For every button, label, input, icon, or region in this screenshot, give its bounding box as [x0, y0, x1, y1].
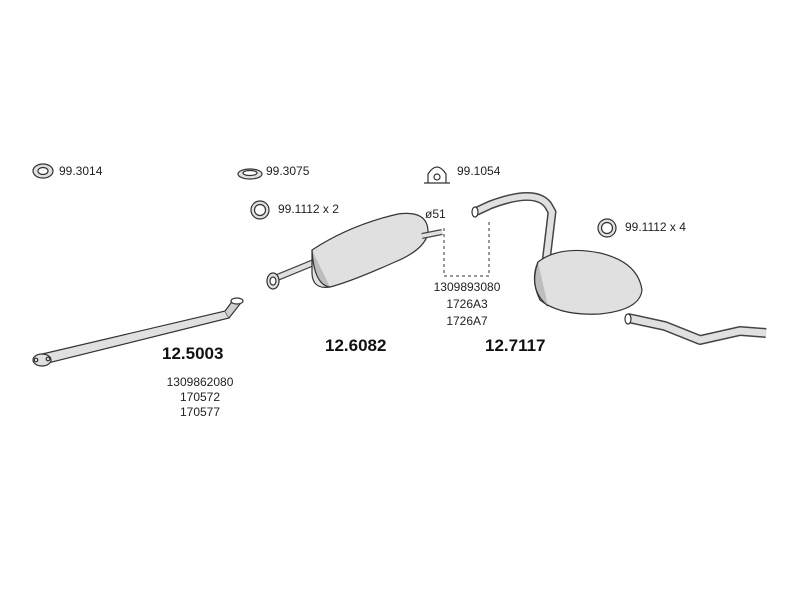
- label-99-3014: 99.3014: [59, 164, 103, 178]
- label-99-3075: 99.3075: [266, 164, 310, 178]
- ring-icon-99-1112-x4: [597, 218, 617, 238]
- part-number-12-6082: 12.6082: [325, 336, 387, 355]
- label-99-1112-x4: 99.1112 x 4: [625, 220, 686, 234]
- oem-code: 1309893080: [433, 280, 501, 294]
- gasket-icon-99-3014: [32, 163, 54, 179]
- oem-codes-12-7117: 1309893080 1726A3 1726A7: [417, 280, 517, 329]
- diameter-label: ø51: [425, 207, 446, 221]
- middle-silencer-12-6082: [266, 212, 443, 290]
- oem-code: 1726A7: [446, 314, 488, 328]
- oem-code: 1309862080: [166, 375, 234, 389]
- ring-icon-99-1112-x2: [250, 200, 270, 220]
- clamp-icon-99-1054: [424, 166, 450, 184]
- part-number-12-5003: 12.5003: [162, 344, 224, 363]
- oem-code: 1726A3: [446, 297, 488, 311]
- dimension-bracket: [443, 222, 490, 277]
- label-99-1112-x2: 99.1112 x 2: [278, 202, 339, 216]
- label-99-1054: 99.1054: [457, 164, 501, 178]
- oem-code: 170577: [179, 405, 221, 419]
- rear-silencer-12-7117: [471, 192, 767, 345]
- front-pipe-12-5003: [32, 297, 244, 367]
- oem-codes-12-5003: 1309862080 170572 170577: [150, 375, 250, 420]
- part-number-12-7117: 12.7117: [485, 336, 546, 355]
- gasket-icon-99-3075: [237, 168, 263, 180]
- oem-code: 170572: [179, 390, 221, 404]
